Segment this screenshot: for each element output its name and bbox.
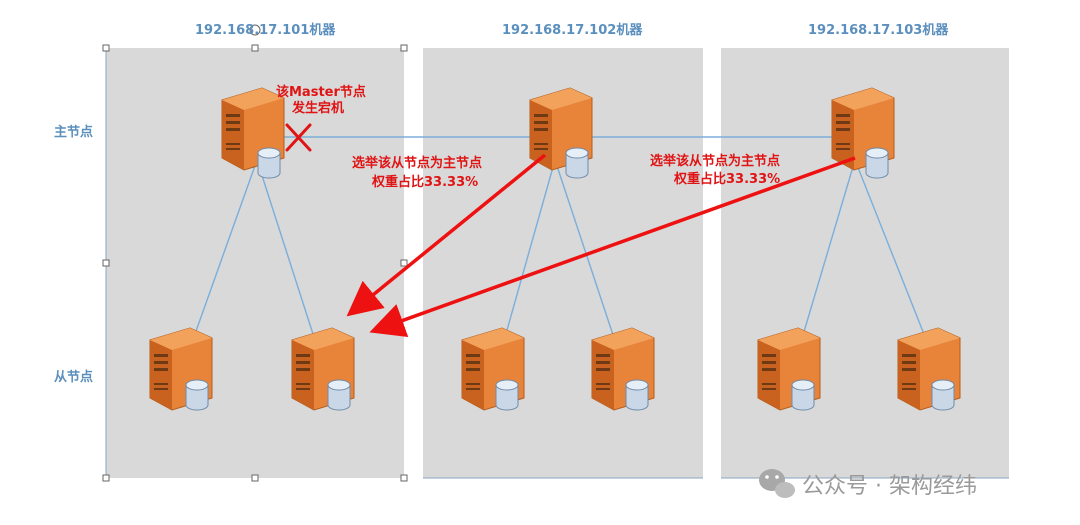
- vote-left-line2: 权重占比33.33%: [371, 174, 478, 190]
- slave-server-3b[interactable]: [897, 327, 961, 411]
- database-icon: [791, 379, 815, 411]
- slave-server-3a[interactable]: [757, 327, 821, 411]
- failure-x-icon: [285, 123, 312, 152]
- machine-label-3: 192.168.17.103机器: [808, 22, 949, 38]
- database-icon: [495, 379, 519, 411]
- failure-annotation-line1: 该Master节点: [276, 84, 366, 100]
- slave-server-1b[interactable]: [291, 327, 355, 411]
- machine-label-1: 192.168.17.101机器: [195, 22, 336, 38]
- database-icon: [865, 147, 889, 179]
- wechat-icon: [759, 469, 795, 498]
- watermark-text: 公众号 · 架构经纬: [802, 474, 977, 499]
- selection-handles[interactable]: [102, 24, 408, 482]
- role-label-master: 主节点: [54, 124, 93, 140]
- slave-server-1a[interactable]: [149, 327, 213, 411]
- database-icon: [625, 379, 649, 411]
- failure-annotation-line2: 发生宕机: [291, 100, 344, 116]
- machine-label-2: 192.168.17.102机器: [502, 22, 643, 38]
- vote-right-line2: 权重占比33.33%: [673, 171, 780, 187]
- database-icon: [185, 379, 209, 411]
- slave-server-2a[interactable]: [461, 327, 525, 411]
- slave-server-2b[interactable]: [591, 327, 655, 411]
- role-label-slave: 从节点: [54, 369, 93, 385]
- database-icon: [327, 379, 351, 411]
- database-icon: [257, 147, 281, 179]
- vote-left-line1: 选举该从节点为主节点: [352, 155, 482, 171]
- database-icon: [565, 147, 589, 179]
- database-icon: [931, 379, 955, 411]
- watermark: 公众号 · 架构经纬: [759, 469, 977, 499]
- vote-arrows: [346, 153, 856, 338]
- vote-right-line1: 选举该从节点为主节点: [650, 153, 780, 169]
